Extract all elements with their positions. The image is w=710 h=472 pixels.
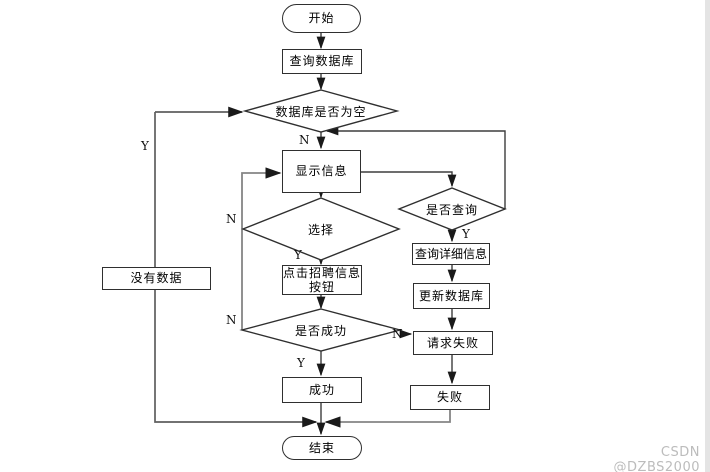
request-fail-node: 请求失败: [413, 331, 493, 355]
edge-querycheck-no-feedback: [325, 126, 506, 209]
edge-nodata-to-merge: [154, 112, 318, 428]
end-node: 结束: [282, 436, 362, 460]
select-diamond: [241, 197, 401, 261]
db-empty-label: 数据库是否为空: [275, 104, 367, 119]
edge-no-feedback-to-showinfo: [241, 167, 282, 330]
branch-no-successcheck: N: [226, 313, 237, 327]
branch-yes-dbempty: Y: [141, 139, 149, 153]
show-info-node: 显示信息: [282, 150, 361, 193]
success-check-diamond: [239, 308, 403, 352]
branch-yes-successcheck: Y: [297, 356, 305, 370]
branch-no-right: N: [392, 327, 403, 341]
csdn-watermark: CSDN @DZBS2000: [613, 445, 700, 472]
query-detail-node: 查询详细信息: [412, 243, 490, 265]
query-check-diamond: [397, 187, 507, 231]
branch-yes-querycheck: Y: [462, 227, 470, 241]
success-node: 成功: [282, 377, 362, 403]
update-db-node: 更新数据库: [413, 283, 490, 309]
click-job-button-node: 点击招聘信息 按钮: [282, 265, 362, 295]
branch-yes-select: Y: [294, 248, 302, 262]
scrollbar-track[interactable]: [705, 0, 710, 472]
success-check-label: 是否成功: [294, 323, 347, 338]
branch-no-dbempty: N: [299, 133, 310, 147]
query-check-label: 是否查询: [425, 202, 478, 217]
start-node: 开始: [282, 4, 361, 33]
select-label: 选择: [307, 222, 334, 237]
edge-fail-to-merge: [324, 410, 451, 428]
branch-no-select: N: [226, 212, 237, 226]
no-data-node: 没有数据: [102, 267, 211, 290]
query-db-node: 查询数据库: [282, 49, 362, 74]
db-empty-diamond: [242, 89, 400, 133]
edge-showinfo-to-querycheck: [361, 171, 457, 188]
fail-node: 失败: [410, 385, 490, 410]
